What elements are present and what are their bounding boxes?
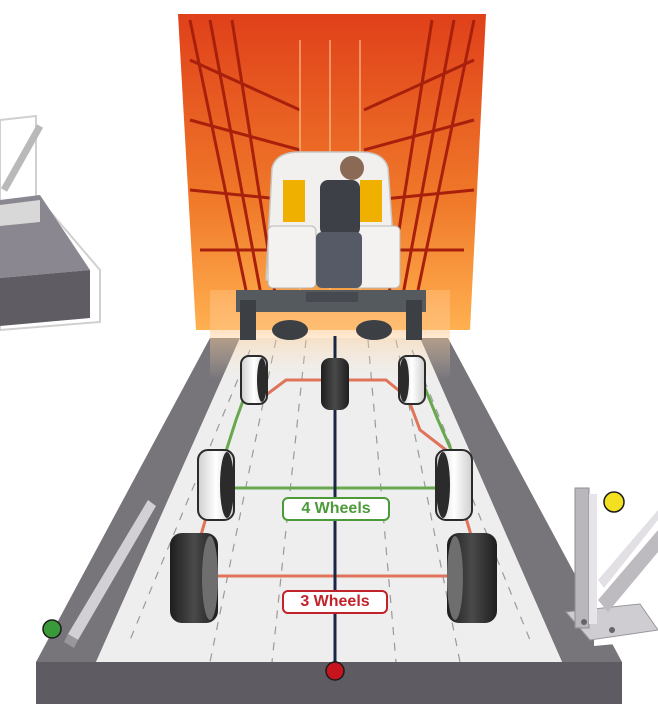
wheel-front-left bbox=[241, 356, 267, 404]
marker-green-dot bbox=[43, 620, 61, 638]
three-wheels-label: 3 Wheels bbox=[282, 590, 388, 614]
marker-yellow-dot bbox=[604, 492, 624, 512]
four-wheels-label: 4 Wheels bbox=[282, 497, 390, 521]
rail-cross-section-icon bbox=[0, 116, 100, 330]
wheel-rear-right bbox=[447, 533, 497, 623]
wheel-mid-right bbox=[436, 450, 472, 520]
wheel-front-center bbox=[321, 358, 349, 410]
wheel-mid-left bbox=[198, 450, 234, 520]
wheel-rear-left bbox=[170, 533, 218, 623]
marker-red-dot bbox=[326, 662, 344, 680]
wheel-front-right bbox=[399, 356, 425, 404]
